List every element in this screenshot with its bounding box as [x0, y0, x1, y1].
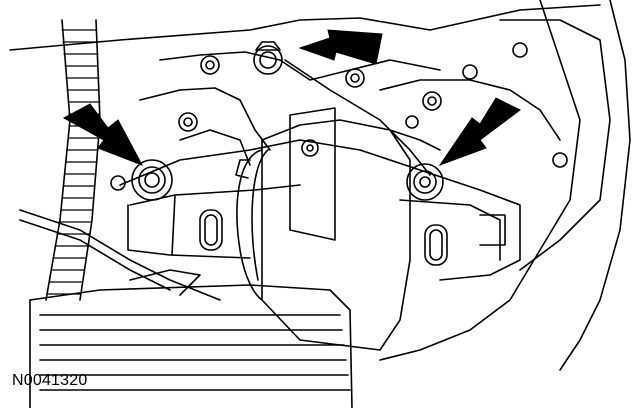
corrugated-wire-conduit [45, 19, 101, 301]
lower-cable-2 [19, 219, 171, 291]
drive-belt [284, 59, 431, 176]
upper-center-nut [253, 41, 283, 75]
filter-housing [29, 269, 353, 408]
figure-reference-code: N0041320 [12, 372, 88, 389]
arrow-left-bolt [62, 103, 144, 166]
background-engine-block [9, 0, 631, 371]
arrow-right-nut [438, 97, 521, 167]
left-bolt [110, 159, 173, 201]
right-nut [406, 163, 444, 201]
arrow-upper-center-nut [298, 29, 383, 65]
mounting-bracket [119, 139, 521, 281]
center-housing [235, 107, 441, 351]
